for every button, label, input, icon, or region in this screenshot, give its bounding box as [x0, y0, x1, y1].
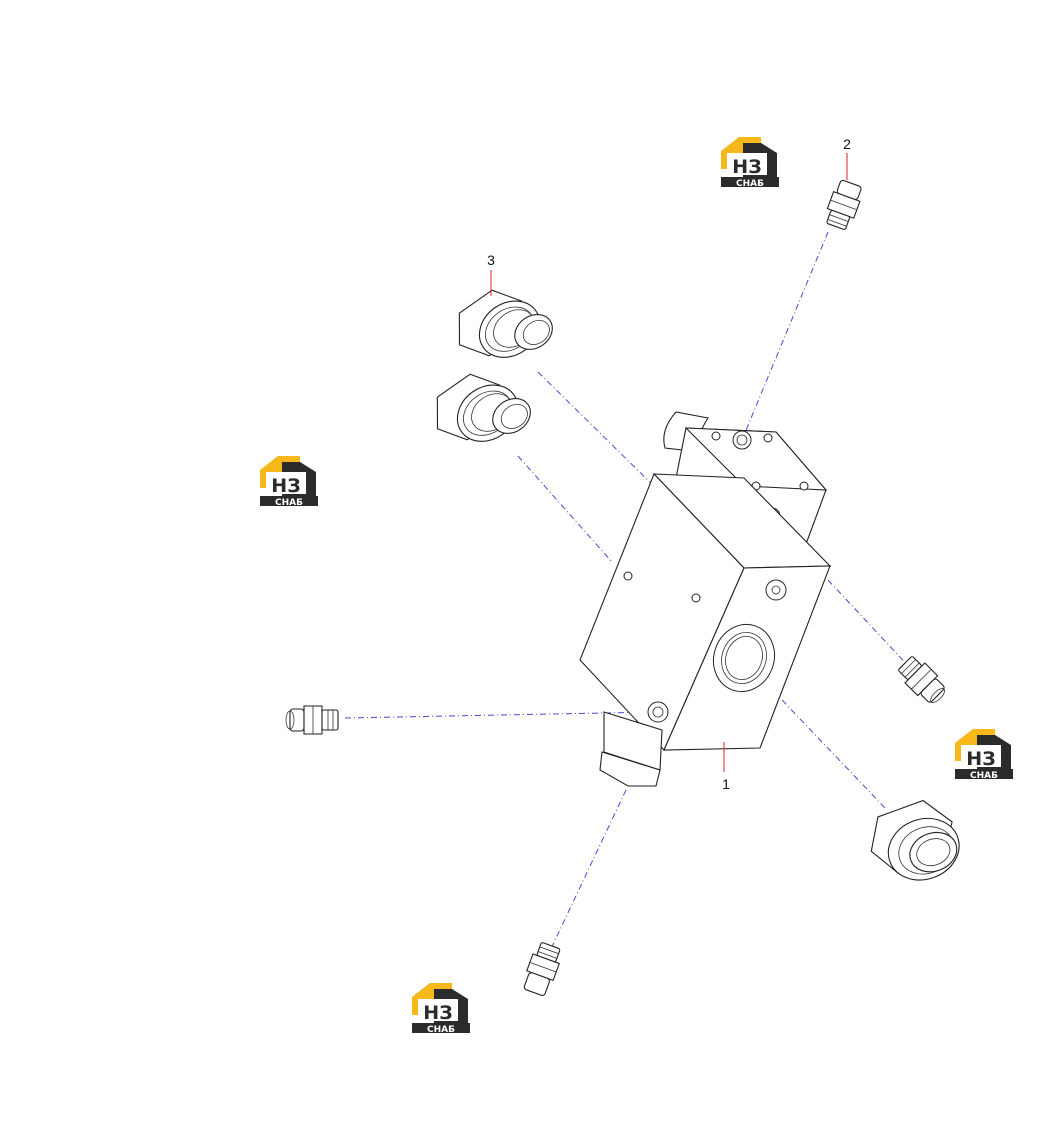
- leader-plug-right: [781, 699, 886, 809]
- fitting-2: [826, 179, 862, 230]
- watermark-logo-3: НЗ СНАБ: [955, 729, 1013, 781]
- plug-right: [870, 799, 960, 881]
- callout-1-label: 1: [722, 776, 730, 792]
- leader-lines: [344, 231, 913, 956]
- callout-3: 3: [487, 252, 495, 296]
- fitting-bottom: [523, 942, 561, 997]
- watermark-logo-4-sub: СНАБ: [427, 1025, 455, 1035]
- leader-plug-3-upper: [537, 371, 669, 501]
- watermark-logo-2: НЗ СНАБ: [260, 456, 318, 508]
- callout-3-label: 3: [487, 252, 495, 268]
- fitting-left: [285, 705, 339, 735]
- leader-fitting-2: [741, 231, 829, 441]
- watermark-logo-4: НЗ СНАБ: [412, 983, 470, 1035]
- callout-1: 1: [722, 742, 730, 792]
- watermark-logo-4-text: НЗ: [423, 1002, 452, 1024]
- leader-fitting-bottom: [547, 789, 627, 956]
- watermark-logo-1-text: НЗ: [732, 156, 761, 178]
- watermark-logo-3-sub: СНАБ: [970, 771, 998, 781]
- watermark-logo-3-text: НЗ: [966, 748, 995, 770]
- callout-2-label: 2: [843, 136, 851, 152]
- plug-3-upper: [458, 289, 553, 358]
- watermark-logo-2-sub: СНАБ: [275, 498, 303, 508]
- valve-body: [579, 411, 832, 787]
- callout-2: 2: [843, 136, 851, 180]
- plug-lower: [436, 373, 531, 442]
- leader-plug-lower: [517, 455, 613, 563]
- watermark-logo-1: НЗ СНАБ: [721, 137, 779, 189]
- fitting-right: [898, 656, 945, 703]
- leader-fitting-right: [827, 579, 913, 671]
- watermark-logo-2-text: НЗ: [271, 475, 300, 497]
- watermark-logo-1-sub: СНАБ: [736, 179, 764, 189]
